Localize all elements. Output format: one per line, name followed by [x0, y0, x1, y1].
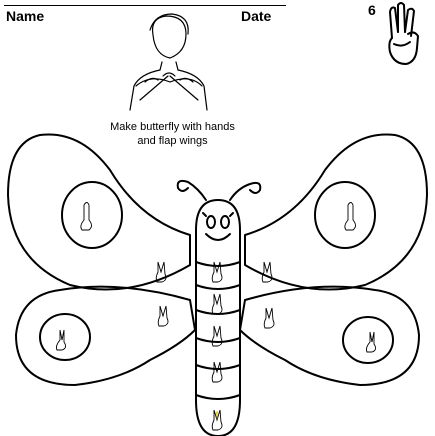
left-lower-wing — [15, 285, 196, 386]
name-label: Name — [6, 8, 45, 24]
date-label: Date — [241, 8, 272, 24]
page-number: 6 — [368, 2, 376, 18]
instruction-caption: Make butterfly with hands and flap wings — [110, 121, 235, 147]
three-finger-handshape-icon — [388, 2, 419, 65]
right-lower-wing — [239, 285, 420, 386]
handshape-number-icon — [55, 202, 377, 431]
signer-illustration-icon — [129, 13, 208, 111]
butterfly-body — [195, 199, 241, 436]
right-upper-wing — [244, 133, 428, 291]
left-upper-wing — [7, 133, 191, 291]
name-date-line — [4, 5, 286, 6]
